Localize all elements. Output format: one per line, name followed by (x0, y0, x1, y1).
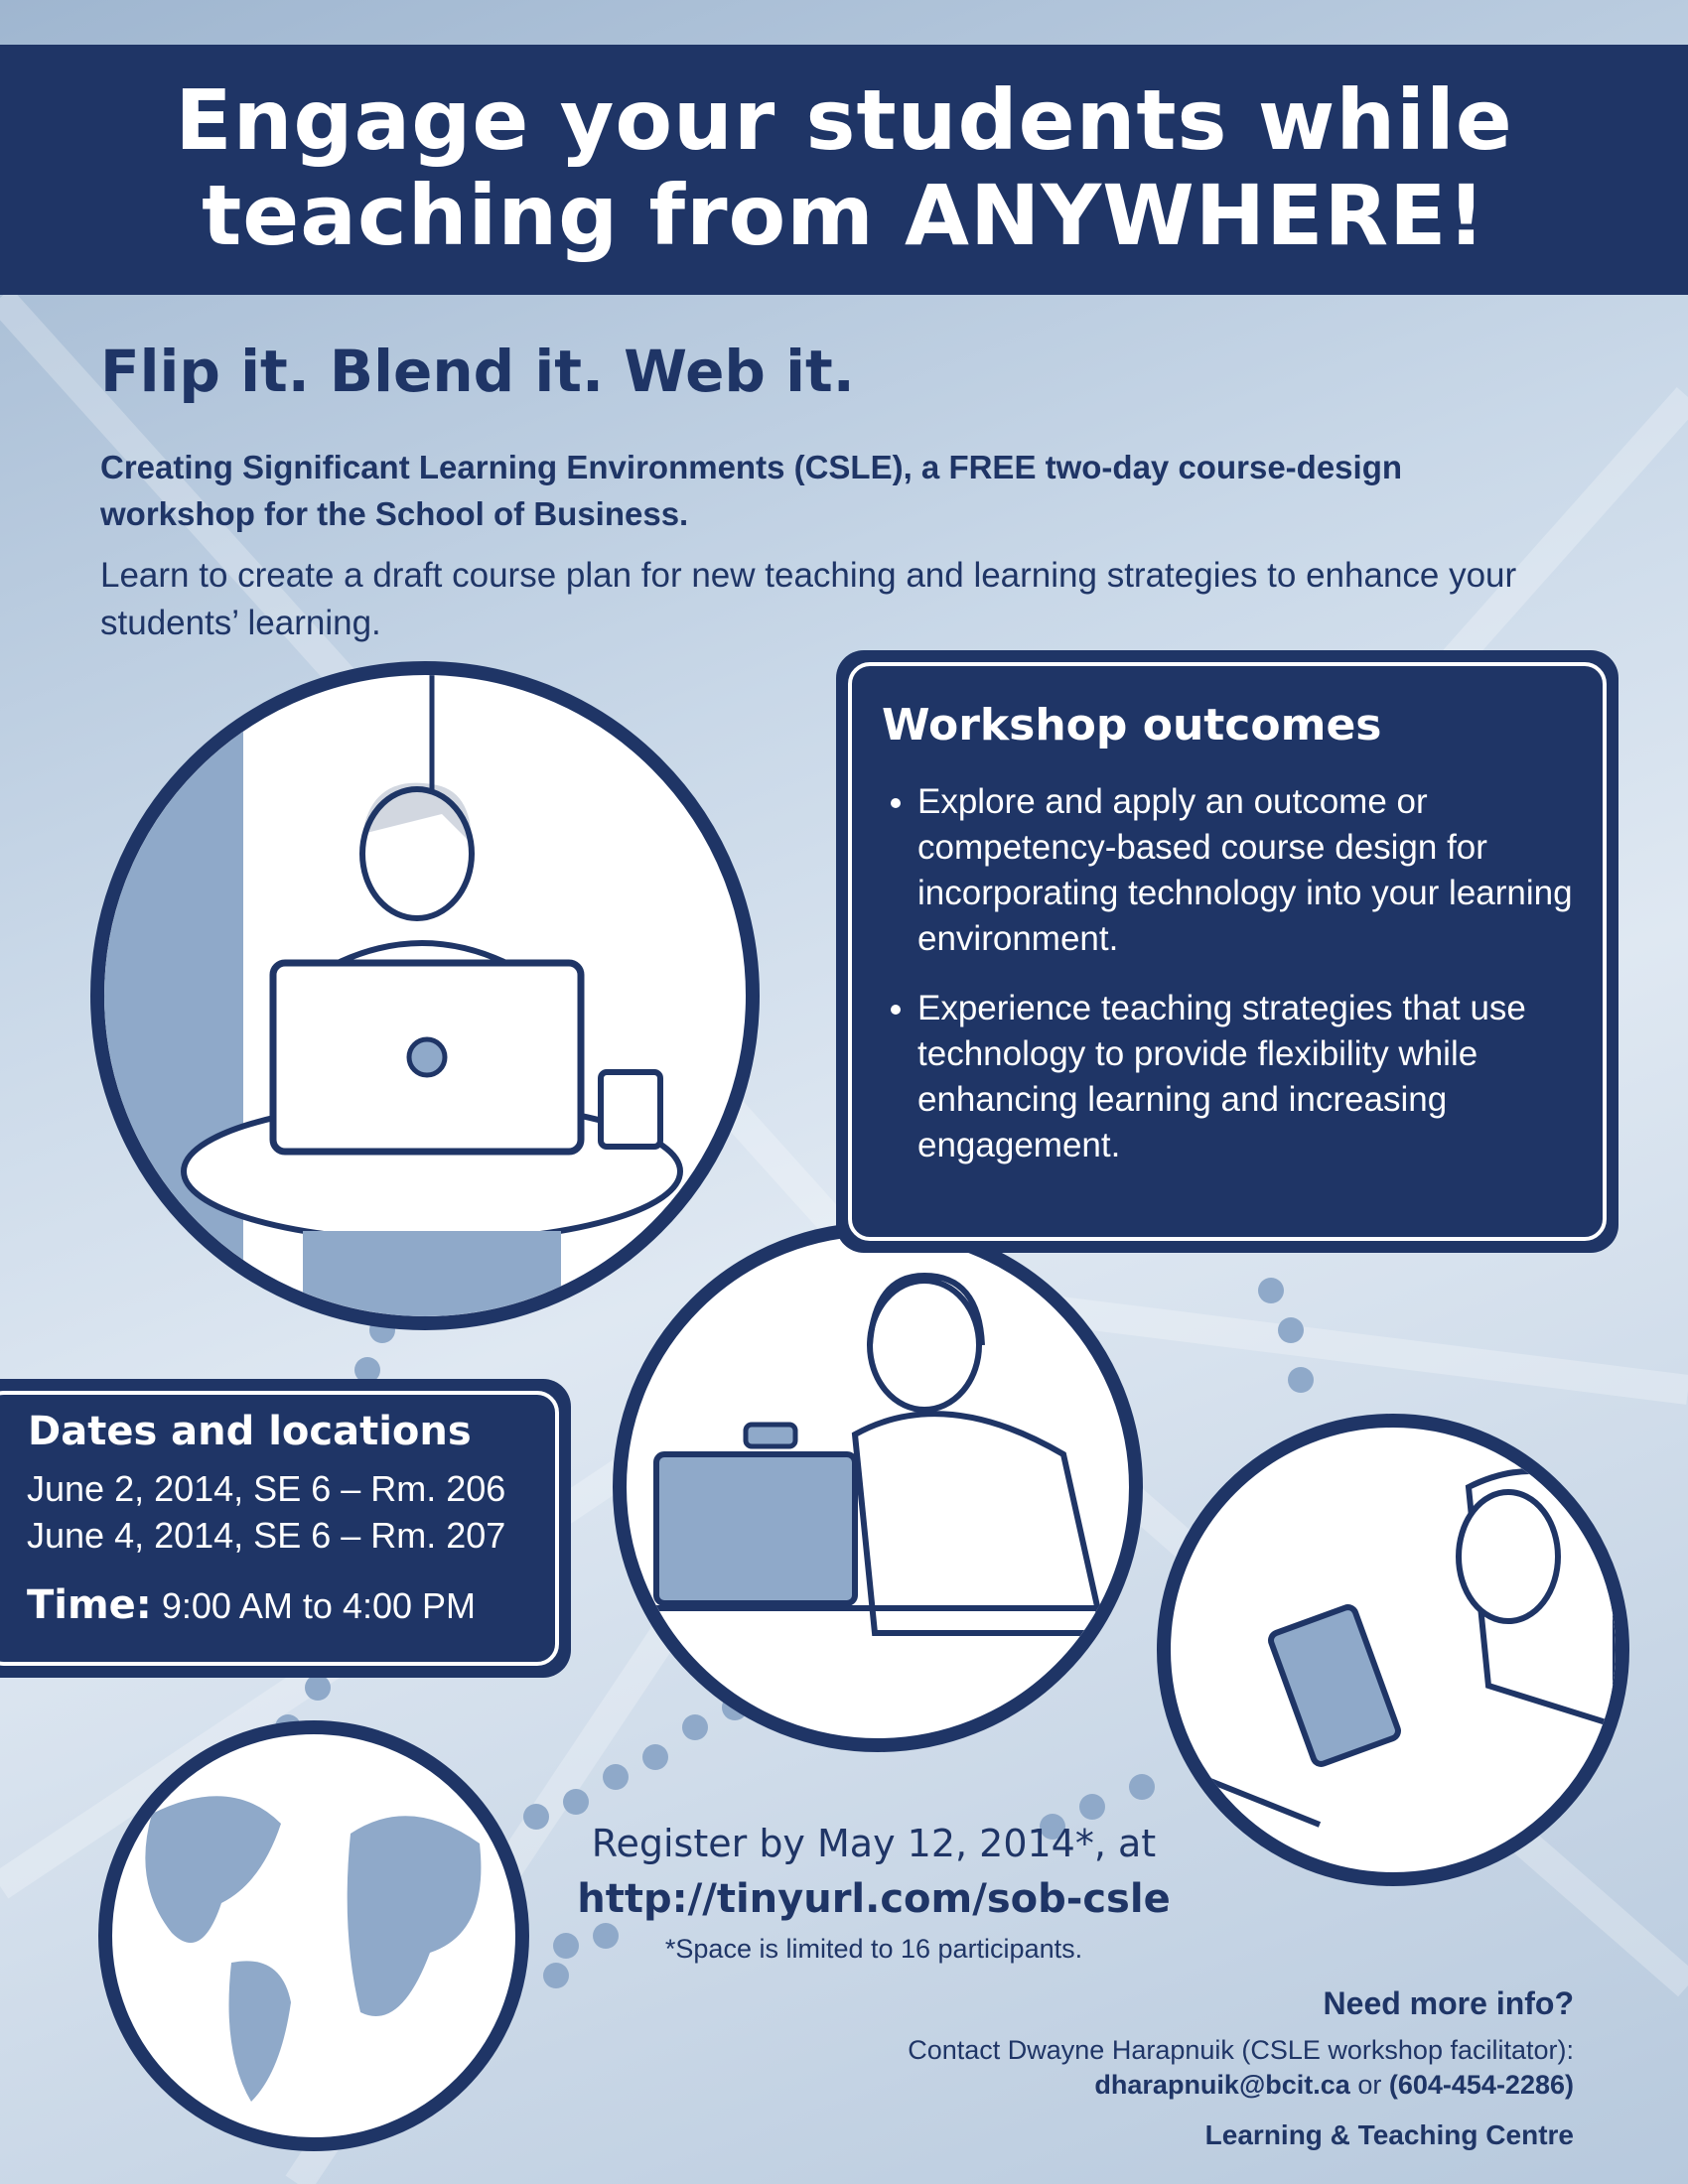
laptop-illustration (90, 661, 760, 1330)
contact-email[interactable]: dharapnuik@bcit.ca (1094, 2070, 1350, 2100)
time-value: 9:00 AM to 4:00 PM (161, 1585, 477, 1626)
contact-line: Contact Dwayne Harapnuik (CSLE workshop … (908, 2035, 1574, 2065)
page-title: Engage your students while teaching from… (0, 72, 1688, 263)
dates-box: Dates and locations June 2, 2014, SE 6 –… (0, 1379, 571, 1678)
dates-heading: Dates and locations (28, 1409, 472, 1454)
contact-heading: Need more info? (1323, 1985, 1574, 2021)
register-link[interactable]: http://tinyurl.com/sob-csle (577, 1876, 1171, 1922)
time-row: Time: 9:00 AM to 4:00 PM (27, 1582, 476, 1628)
workshop-outcomes-box: Workshop outcomes Explore and apply an o… (836, 650, 1618, 1253)
outcomes-heading: Workshop outcomes (882, 700, 1382, 751)
tablet-illustration (1157, 1414, 1629, 1886)
register-text: Register by May 12, 2014*, at (591, 1822, 1157, 1865)
outcome-item: Experience teaching strategies that use … (917, 986, 1603, 1168)
title-line-1: Engage your students while (175, 71, 1513, 169)
tagline: Flip it. Blend it. Web it. (100, 338, 855, 405)
time-label: Time: (27, 1582, 152, 1628)
contact-or: or (1357, 2070, 1382, 2100)
header-banner: Engage your students while teaching from… (0, 45, 1688, 295)
organization-name: Learning & Teaching Centre (1204, 2119, 1574, 2150)
globe-illustration (98, 1720, 529, 2151)
session-2: June 4, 2014, SE 6 – Rm. 207 (27, 1515, 506, 1556)
headset-illustration (613, 1222, 1143, 1752)
outcome-item: Explore and apply an outcome or competen… (917, 779, 1603, 962)
intro-bold: Creating Significant Learning Environmen… (100, 449, 1403, 532)
outcomes-list: Explore and apply an outcome or competen… (882, 779, 1603, 1192)
session-1: June 2, 2014, SE 6 – Rm. 206 (27, 1468, 506, 1509)
contact-details: dharapnuik@bcit.ca or (604-454-2286) (1094, 2070, 1574, 2101)
contact-phone: (604-454-2286) (1388, 2070, 1574, 2100)
title-line-2: teaching from ANYWHERE! (202, 167, 1486, 264)
intro-text: Learn to create a draft course plan for … (100, 556, 1517, 642)
space-note: *Space is limited to 16 participants. (664, 1934, 1083, 1964)
